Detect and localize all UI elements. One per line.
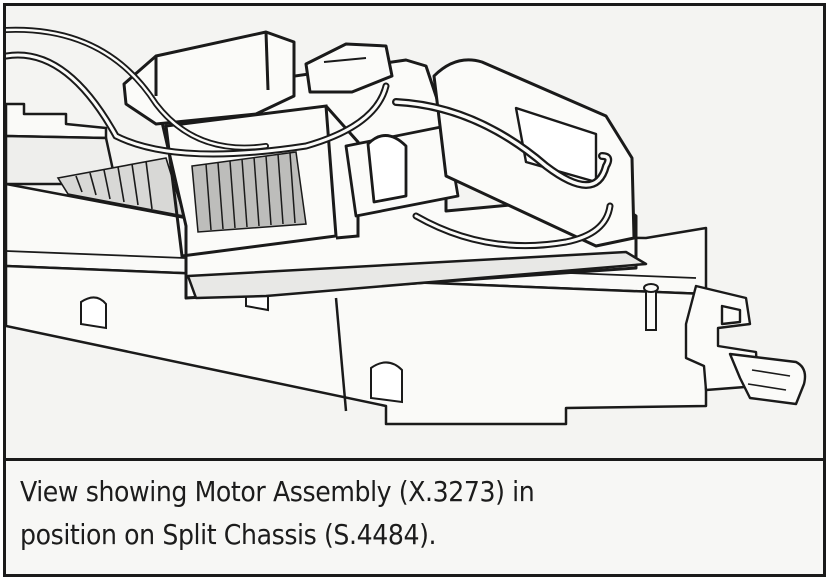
front-coupling xyxy=(684,284,807,406)
figure-frame: View showing Motor Assembly (X.3273) in … xyxy=(3,3,826,577)
armature-windings xyxy=(191,151,307,233)
figure-caption: View showing Motor Assembly (X.3273) in … xyxy=(20,470,810,556)
motor-chassis-illustration xyxy=(6,6,823,458)
motor-wires xyxy=(6,26,614,250)
caption-line-2: position on Split Chassis (S.4484). xyxy=(20,518,437,551)
commutator-block xyxy=(344,124,460,218)
pivot-pin xyxy=(643,283,659,331)
worm-gear xyxy=(56,157,186,218)
caption-line-1: View showing Motor Assembly (X.3273) in xyxy=(20,475,535,508)
motor-assembly-drawing xyxy=(6,26,807,426)
caption-divider xyxy=(6,458,823,461)
